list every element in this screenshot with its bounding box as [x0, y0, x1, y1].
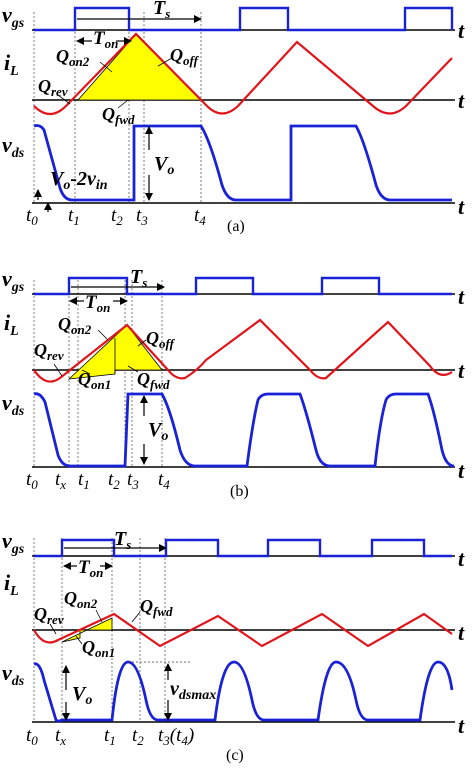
panel-b: vgs iL vds t t t Ts Ton Qon2 Qoff Qrev Q… — [2, 266, 465, 500]
panel-b-qon1-leader — [81, 369, 91, 375]
panel-c-qon1-leader — [75, 635, 83, 645]
panel-a-qrev-leader — [57, 94, 71, 105]
panel-a-time-label-vds: t — [458, 194, 465, 219]
panel-a-qfwd-leader — [117, 99, 129, 109]
panel-a-vgs-waveform — [34, 6, 454, 32]
panel-a-vgs-label: vgs — [2, 2, 25, 31]
panel-c-tick-tx: tx — [55, 725, 66, 748]
panel-c-tick-t2: t2 — [132, 725, 144, 748]
panel-c-qfwd-label: Qfwd — [140, 596, 173, 619]
panel-c-il-waveform — [33, 612, 453, 648]
panel-a-qfwd-label: Qfwd — [102, 104, 135, 127]
panel-a-tick-t3: t3 — [136, 205, 148, 228]
panel-c-vo-label: Vo — [72, 683, 92, 708]
panel-a-ton-label: Ton — [93, 28, 118, 51]
panel-b-vgs-label: vgs — [2, 266, 25, 295]
panel-b-qon2-label: Qon2 — [58, 314, 92, 337]
panel-c-time-label-il: t — [458, 620, 465, 645]
panel-a: vgs iL vds t t t Ts Ton Qon2 Qoff Qrev Q… — [2, 0, 465, 235]
panel-a-il-label: iL — [4, 50, 19, 79]
panel-b-ton-label: Ton — [85, 292, 110, 315]
panel-a-tick-t1: t1 — [68, 205, 80, 228]
panel-c-qon2-leader — [95, 609, 103, 623]
panel-c-tick-t1: t1 — [104, 725, 116, 748]
panel-a-qon2-leader — [99, 61, 113, 73]
panel-b-time-label-vgs: t — [458, 284, 465, 309]
panel-b-qrev-label: Qrev — [34, 340, 64, 363]
panel-a-time-label-il: t — [458, 88, 465, 113]
panel-c-qon1-label: Qon1 — [82, 637, 115, 660]
panel-b-tick-t2: t2 — [108, 469, 120, 492]
panel-a-time-label-vgs: t — [458, 18, 465, 43]
panel-b-qon1-label: Qon1 — [78, 369, 111, 392]
panel-b-tick-t1: t1 — [78, 469, 90, 492]
panel-c-qon2-label: Qon2 — [64, 588, 98, 611]
panel-b-time-label-vds: t — [458, 458, 465, 483]
panel-c-ts-label: Ts — [114, 528, 131, 552]
panel-c-caption: (c) — [226, 747, 244, 764]
panel-c: vgs iL vds t t t Ts Ton Qrev Qon2 Qfwd Q… — [2, 528, 465, 764]
panel-a-qoff-leader — [157, 57, 173, 67]
panel-b-caption: (b) — [230, 483, 249, 500]
panel-a-caption: (a) — [227, 218, 245, 235]
panel-a-vds-label: vds — [2, 132, 25, 161]
panel-b-qoff-label: Qoff — [146, 328, 176, 351]
panel-b-vo-label: Vo — [148, 419, 168, 444]
panel-a-tick-t2: t2 — [111, 205, 123, 228]
panel-b-vds-label: vds — [2, 390, 25, 419]
panel-b-tick-t3: t3 — [127, 469, 139, 492]
panel-b-vgs-waveform — [34, 276, 452, 296]
panel-c-ton-label: Ton — [78, 557, 103, 580]
panel-c-qrev-label: Qrev — [34, 604, 64, 627]
panel-c-time-label-vds: t — [458, 713, 465, 738]
panel-c-qfwd-leader — [131, 611, 141, 623]
panel-a-tick-t0: t0 — [26, 205, 38, 228]
panel-c-vgs-waveform — [34, 538, 452, 558]
panel-a-qon2-label: Qon2 — [56, 46, 90, 69]
panel-c-vds-label: vds — [2, 660, 25, 689]
panel-b-qrev-leader — [53, 363, 63, 377]
panel-c-vdsmax-label: vdsmax — [170, 678, 216, 703]
panel-b-qfwd-leader — [127, 365, 139, 373]
panel-c-qrev-leader — [49, 623, 57, 635]
panel-b-vds-waveform — [33, 392, 455, 468]
panel-c-tick-t0: t0 — [26, 725, 38, 748]
panel-a-ts-label: Ts — [153, 0, 170, 21]
panel-b-tick-t0: t0 — [26, 469, 38, 492]
panel-b-ts-label: Ts — [130, 266, 147, 290]
panel-b-tick-t4: t4 — [158, 469, 170, 492]
panel-c-vds-waveform — [33, 660, 454, 723]
panel-a-qrev-label: Qrev — [38, 76, 68, 99]
panel-a-vo-label: Vo — [154, 153, 174, 178]
panel-b-tick-tx: tx — [55, 469, 66, 492]
panel-b-qoff-leader — [137, 339, 147, 347]
panel-c-tick-t3-t4: t3(t4) — [158, 725, 194, 748]
panel-b-il-label: iL — [4, 310, 19, 339]
panel-b-il-waveform — [33, 318, 453, 383]
panel-c-time-label-vgs: t — [458, 546, 465, 571]
panel-b-time-label-il: t — [458, 358, 465, 383]
panel-c-charge-region — [61, 617, 113, 643]
panel-a-tick-t4: t4 — [194, 205, 206, 228]
panel-a-il-waveform — [33, 32, 453, 116]
panel-c-il-label: iL — [4, 570, 19, 599]
panel-a-qoff-label: Qoff — [170, 45, 200, 68]
panel-b-qon2-leader — [97, 329, 109, 341]
panel-b-qfwd-label: Qfwd — [137, 369, 170, 392]
panel-a-vds-waveform — [33, 124, 452, 202]
panel-c-vgs-label: vgs — [2, 528, 25, 557]
panel-a-vmin-label: Vo-2vin — [50, 168, 108, 193]
